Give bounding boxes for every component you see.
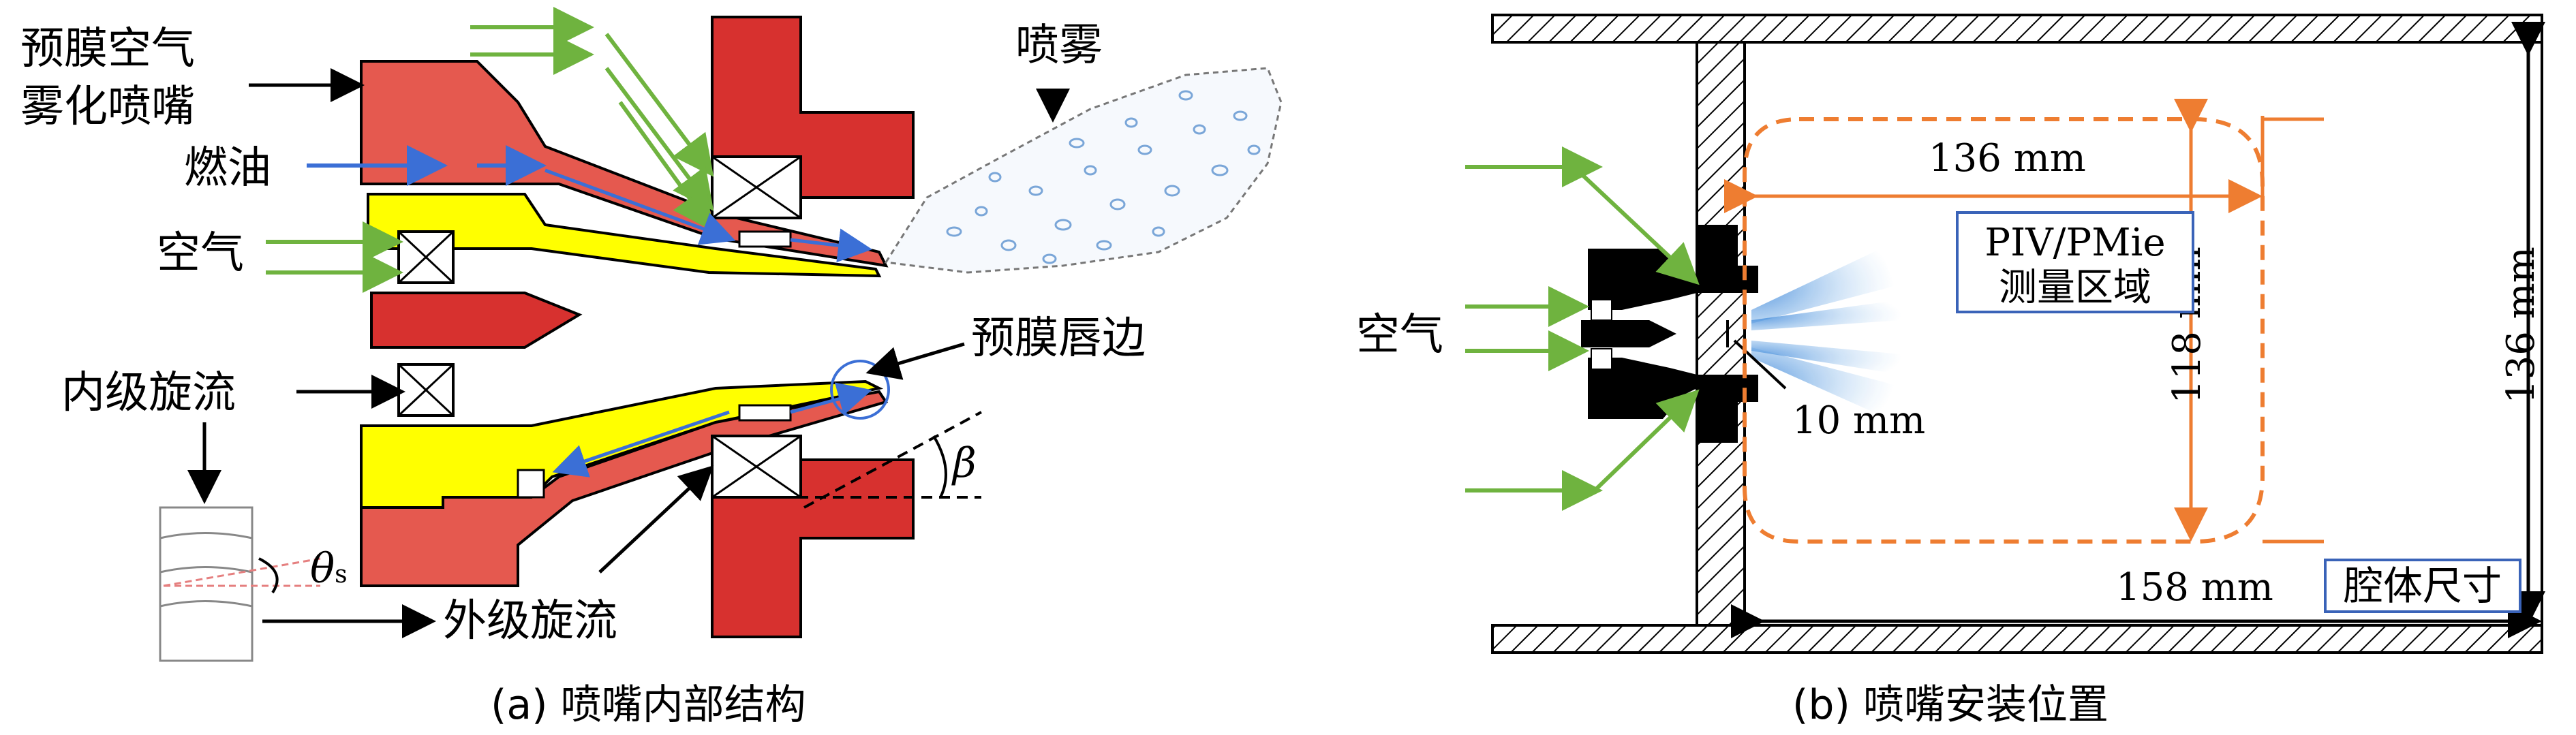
- panel-b-installation: [1465, 14, 2545, 654]
- chamber-bottom-wall: [1491, 624, 2543, 654]
- spray-plume: [1751, 249, 1901, 416]
- label-fuel: 燃油: [184, 143, 271, 193]
- prefilm-lip-marker: [830, 360, 890, 420]
- label-inner-swirl: 内级旋流: [61, 368, 236, 418]
- fuel-chamber-lower: [738, 404, 792, 422]
- dome-plate: [1696, 41, 1746, 627]
- spray-cloud: [884, 67, 1283, 274]
- chamber-top-wall: [1491, 14, 2543, 44]
- label-dim-10: 10 mm: [1792, 398, 1926, 443]
- caption-panel-b: (b) 喷嘴安装位置: [1792, 681, 2109, 729]
- label-theta-subscript: s: [335, 561, 348, 589]
- measurement-region-line2: 测量区域: [1999, 266, 2151, 310]
- spray-droplets: [946, 90, 1261, 264]
- label-beta: β: [953, 439, 977, 487]
- label-dim-136-horizontal: 136 mm: [1929, 136, 2086, 181]
- label-air-b: 空气: [1356, 310, 1443, 360]
- fuel-chamber-upper: [738, 230, 792, 248]
- swirl-vane-sketch: [159, 506, 321, 662]
- label-dim-158: 158 mm: [2116, 565, 2273, 610]
- chamber-size-box: 腔体尺寸: [2324, 559, 2521, 613]
- measurement-region-box: PIV/PMie 测量区域: [1956, 211, 2194, 313]
- panel-a-nozzle-structure: [159, 7, 1283, 662]
- label-spray: 喷雾: [1015, 20, 1103, 71]
- small-port-lower: [517, 469, 545, 499]
- label-air-a: 空气: [157, 228, 244, 279]
- label-dim-136-vertical: 136 mm: [2499, 247, 2543, 404]
- nozzle-outer-lower-body: [360, 390, 889, 587]
- label-prefilm-nozzle-line1: 预膜空气: [20, 24, 195, 74]
- label-outer-swirl: 外级旋流: [443, 596, 617, 646]
- nozzle-outer-upper-body: [360, 60, 889, 268]
- label-theta: θs: [310, 545, 348, 593]
- central-bullet: [370, 292, 583, 349]
- label-prefilm-lip: 预膜唇边: [971, 313, 1146, 364]
- measurement-region-line1: PIV/PMie: [1984, 221, 2166, 265]
- caption-panel-a: (a) 喷嘴内部结构: [491, 681, 806, 729]
- label-prefilm-nozzle-line2: 雾化喷嘴: [20, 82, 195, 132]
- measurement-region: [1743, 117, 2265, 544]
